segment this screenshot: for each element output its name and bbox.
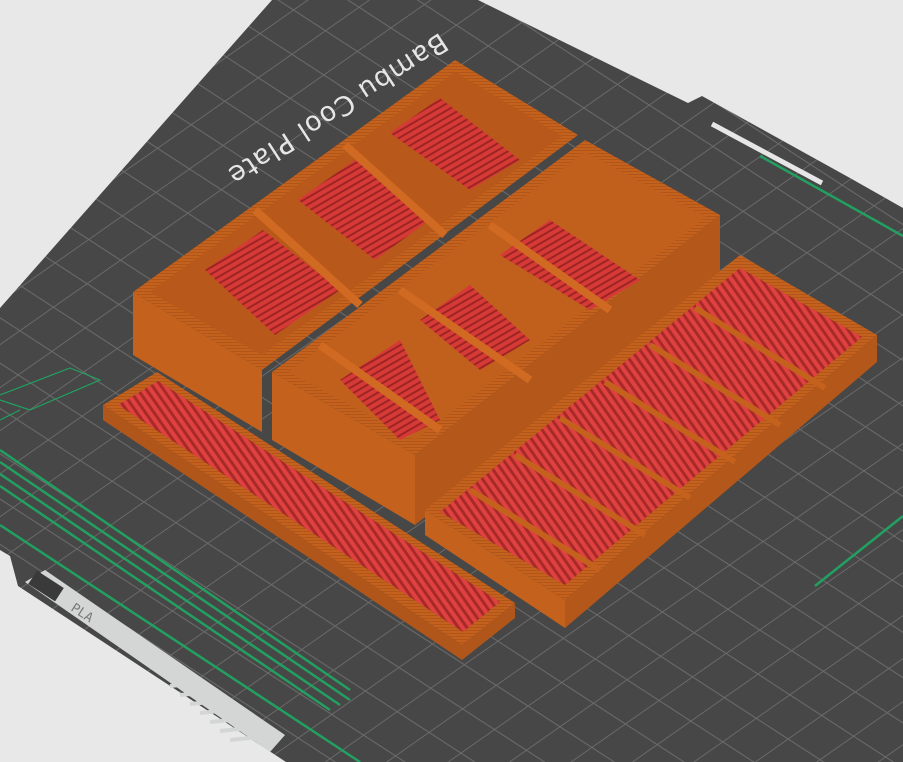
bambu-logo-icon xyxy=(28,570,64,602)
plate-label-strip xyxy=(25,570,285,752)
model-divided-tray[interactable] xyxy=(425,255,877,628)
model-compartment-box[interactable] xyxy=(133,60,578,432)
plate-handle xyxy=(710,121,824,186)
hatch-marks xyxy=(169,681,261,742)
build-area-boundary xyxy=(0,154,903,762)
model-long-tray[interactable] xyxy=(103,372,515,660)
model-large-tray[interactable] xyxy=(272,140,720,525)
